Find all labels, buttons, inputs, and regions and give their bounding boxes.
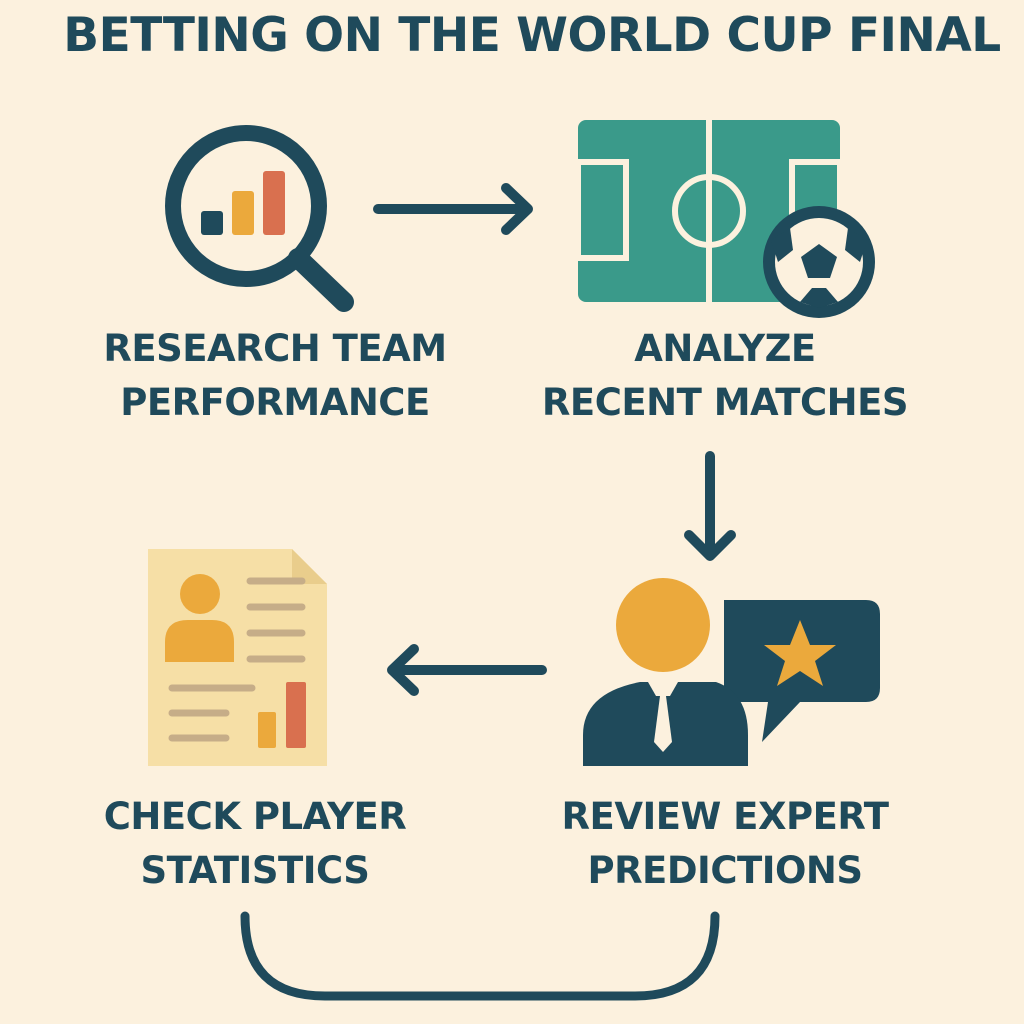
step-label-line2: RECENT MATCHES [541,381,909,424]
step-label-research: RESEARCH TEAM PERFORMANCE [90,322,460,430]
step-label-line2: PERFORMANCE [120,381,430,424]
page-title: BETTING ON THE WORLD CUP FINAL [63,8,1001,63]
step-label-review: REVIEW EXPERT PREDICTIONS [530,790,920,898]
step-label-line2: PREDICTIONS [587,849,863,892]
arrow-right-icon [373,183,533,235]
step-label-line1: REVIEW EXPERT [561,795,889,838]
step-label-line2: STATISTICS [140,849,370,892]
connector-loop [240,911,720,1001]
step-label-line1: ANALYZE [634,327,816,370]
step-label-line1: RESEARCH TEAM [103,327,447,370]
arrow-down-icon [684,451,736,561]
step-label-check: CHECK PLAYER STATISTICS [75,790,435,898]
arrow-left-icon [387,644,547,696]
step-label-analyze: ANALYZE RECENT MATCHES [530,322,920,430]
step-label-line1: CHECK PLAYER [103,795,407,838]
player-stats-document-icon [148,549,327,766]
magnifier-chart-icon [165,125,354,312]
expert-speech-bubble-icon [583,578,880,766]
soccer-ball-icon [763,206,875,318]
